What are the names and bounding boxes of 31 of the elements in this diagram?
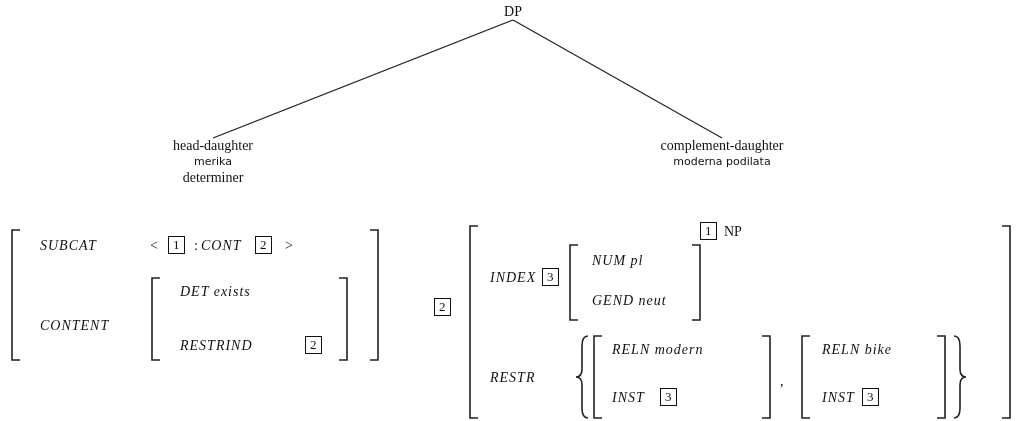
feature-name: RESTR (490, 370, 536, 386)
structure-tag: 1 (168, 236, 185, 254)
list-delimiter: > (285, 238, 293, 254)
tree-branch (212, 19, 514, 139)
tree-branch (512, 19, 723, 139)
separator: , (780, 374, 784, 390)
structure-tag: 1 (700, 222, 717, 240)
feature-pair: DET exists (180, 284, 251, 300)
feature-name: CONT (201, 238, 242, 254)
structure-tag: 2 (255, 236, 272, 254)
phrase-label: DP (504, 4, 522, 20)
feature-pair: NUM pl (592, 253, 644, 269)
daughter-label: head-daughter merika determiner (172, 138, 254, 186)
feature-name: INST (612, 390, 645, 406)
category-label: NP (724, 224, 742, 240)
feature-name: SUBCAT (40, 238, 97, 254)
list-delimiter: < (150, 238, 158, 254)
structure-tag: 2 (305, 336, 322, 354)
daughter-label: complement-daughter moderna podilata (660, 138, 784, 170)
feature-pair: RELN modern (612, 342, 704, 358)
separator: : (194, 238, 198, 254)
feature-name: CONTENT (40, 318, 110, 334)
structure-tag: 2 (434, 298, 451, 316)
feature-name: INDEX (490, 270, 537, 286)
feature-name: RESTRIND (180, 338, 253, 354)
structure-tag: 3 (660, 388, 677, 406)
feature-name: INST (822, 390, 855, 406)
feature-pair: GEND neut (592, 293, 667, 309)
structure-tag: 3 (542, 268, 559, 286)
structure-tag: 3 (862, 388, 879, 406)
feature-pair: RELN bike (822, 342, 893, 358)
